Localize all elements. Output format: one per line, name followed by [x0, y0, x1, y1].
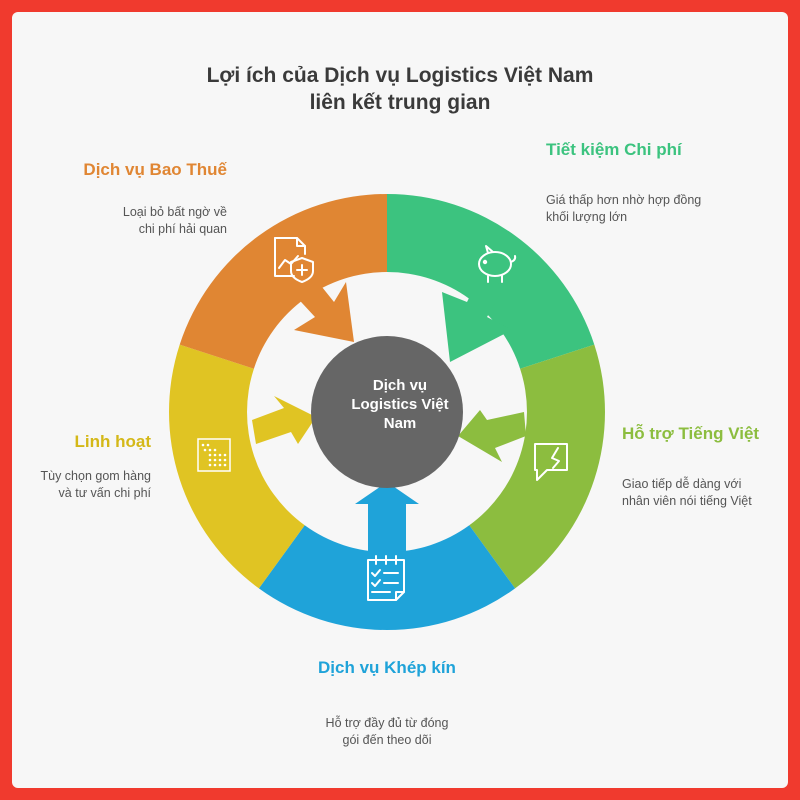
benefit-wheel: [169, 194, 605, 631]
arrow-vietnamese: [458, 410, 526, 462]
label-cost: Tiết kiệm Chi phí: [546, 140, 682, 159]
hub-line-2: Logistics Việt: [351, 396, 449, 413]
hub-line-1: Dịch vụ: [372, 377, 428, 394]
desc-vietnamese: Giao tiếp dễ dàng với nhân viên nói tiến…: [622, 476, 752, 510]
piggy-bank-icon: [478, 245, 517, 283]
title-line-1: Lợi ích của Dịch vụ Logistics Việt Nam: [206, 64, 594, 87]
desc-closed-line-1: Hỗ trợ đầy đủ từ đóng: [325, 716, 449, 730]
hub-label: Dịch vụ Logistics Việt Nam: [320, 376, 480, 433]
title-line-2: liên kết trung gian: [309, 91, 491, 114]
desc-cost-line-1: Giá thấp hơn nhờ hợp đồng: [546, 193, 702, 207]
checklist-icon: [367, 555, 405, 601]
desc-flexible-line-2: và tư vấn chi phí: [58, 486, 151, 500]
desc-customs-line-1: Loại bỏ bất ngờ về: [122, 205, 227, 219]
desc-cost: Giá thấp hơn nhờ hợp đồng khối lượng lớn: [546, 192, 701, 226]
desc-vietnamese-line-2: nhân viên nói tiếng Việt: [622, 494, 752, 508]
arrow-customs: [290, 272, 354, 342]
desc-closed: Hỗ trợ đầy đủ từ đóng gói đến theo dõi: [252, 715, 522, 749]
dot-grid-icon: [197, 438, 231, 472]
hub-circle: [311, 336, 463, 488]
label-vietnamese: Hỗ trợ Tiếng Việt: [622, 424, 760, 443]
label-customs: Dịch vụ Bao Thuế: [83, 160, 227, 179]
infographic-canvas: Lợi ích của Dịch vụ Logistics Việt Nam l…: [12, 12, 788, 788]
desc-flexible-line-1: Tùy chọn gom hàng: [40, 469, 152, 483]
arrow-closed: [355, 482, 419, 560]
arrow-flexible: [252, 396, 316, 444]
segment-closed: [258, 525, 516, 631]
desc-vietnamese-line-1: Giao tiếp dễ dàng với: [622, 477, 742, 491]
page-title: Lợi ích của Dịch vụ Logistics Việt Nam l…: [12, 62, 788, 116]
arrow-cost: [442, 272, 512, 362]
segment-vietnamese: [469, 344, 605, 589]
desc-customs: Loại bỏ bất ngờ về chi phí hải quan: [32, 204, 227, 238]
label-closed: Dịch vụ Khép kín: [318, 658, 456, 677]
desc-closed-line-2: gói đến theo dõi: [342, 733, 432, 747]
chat-bubble-icon: [534, 443, 568, 481]
label-flexible: Linh hoạt: [74, 432, 151, 451]
desc-cost-line-2: khối lượng lớn: [546, 210, 628, 224]
hub-line-3: Nam: [383, 415, 417, 432]
desc-customs-line-2: chi phí hải quan: [138, 222, 227, 236]
desc-flexible: Tùy chọn gom hàng và tư vấn chi phí: [22, 468, 152, 502]
document-shield-icon: [274, 237, 314, 283]
segment-customs: [179, 194, 387, 369]
segment-flexible: [169, 344, 305, 589]
